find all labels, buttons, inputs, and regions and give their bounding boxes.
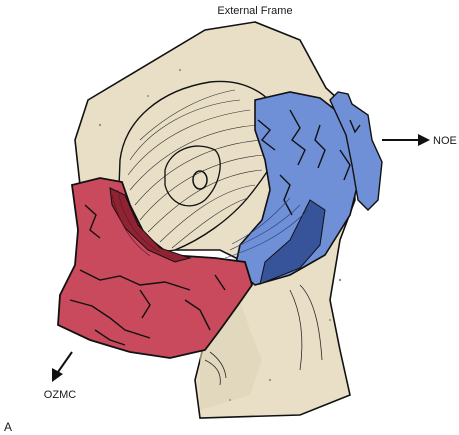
panel-letter: A [4, 420, 12, 434]
ozmc-label: OZMC [44, 389, 76, 401]
ozmc-fracture-lines [69, 204, 226, 346]
orbit-inner-outline [164, 145, 221, 207]
noe-arrow [382, 134, 430, 146]
lower-contour-lines [204, 284, 323, 386]
external-frame-label: External Frame [217, 5, 292, 17]
orbital-striations [127, 89, 265, 249]
noe-segment [234, 91, 361, 286]
noe-projection [329, 91, 383, 211]
noe-label: NOE [433, 135, 457, 147]
ozmc-dark-orbital-floor [109, 187, 192, 263]
noe-fracture-lines [257, 109, 361, 216]
optic-foramen [192, 170, 208, 190]
noe-dark-side [259, 199, 326, 285]
noe-striations [224, 197, 309, 259]
ozmc-segment [57, 177, 253, 359]
ozmc-arrow [52, 351, 73, 382]
